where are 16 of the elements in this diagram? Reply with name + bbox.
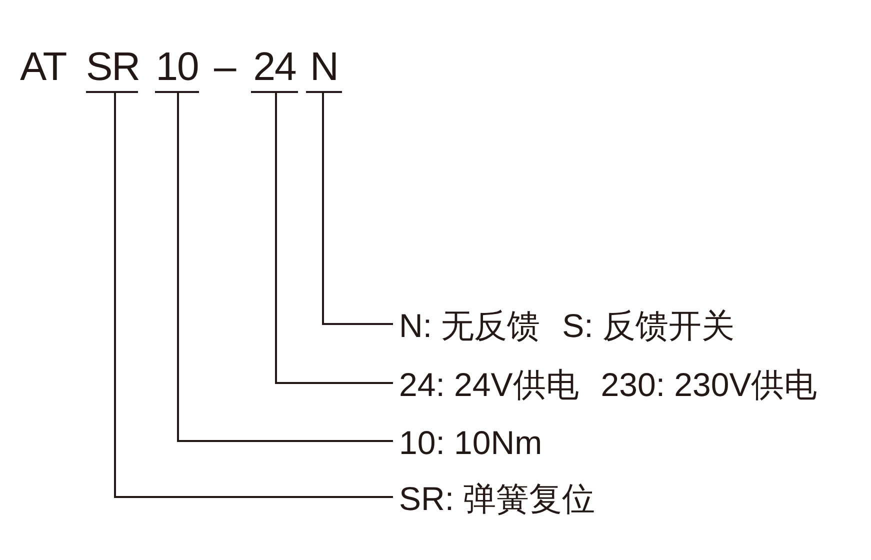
description-text: N: 无反馈 xyxy=(399,307,540,345)
description-text: 10: 10Nm xyxy=(399,424,542,462)
code-segment: 10 xyxy=(155,45,199,93)
description-text: SR: 弹簧复位 xyxy=(399,480,596,518)
code-segment: 24 xyxy=(251,45,298,93)
dash-sign: – xyxy=(214,45,236,89)
leader-line xyxy=(275,93,393,384)
leader-line xyxy=(114,93,393,498)
model-code-text: AT xyxy=(20,45,66,89)
leader-line xyxy=(322,93,393,325)
description-text: S: 反馈开关 xyxy=(562,307,735,345)
description-text: 230: 230V供电 xyxy=(600,366,818,404)
description-text: 24: 24V供电 xyxy=(399,366,579,404)
code-segment: SR xyxy=(86,45,138,93)
leader-line xyxy=(177,93,393,442)
code-segment: N xyxy=(306,45,342,93)
